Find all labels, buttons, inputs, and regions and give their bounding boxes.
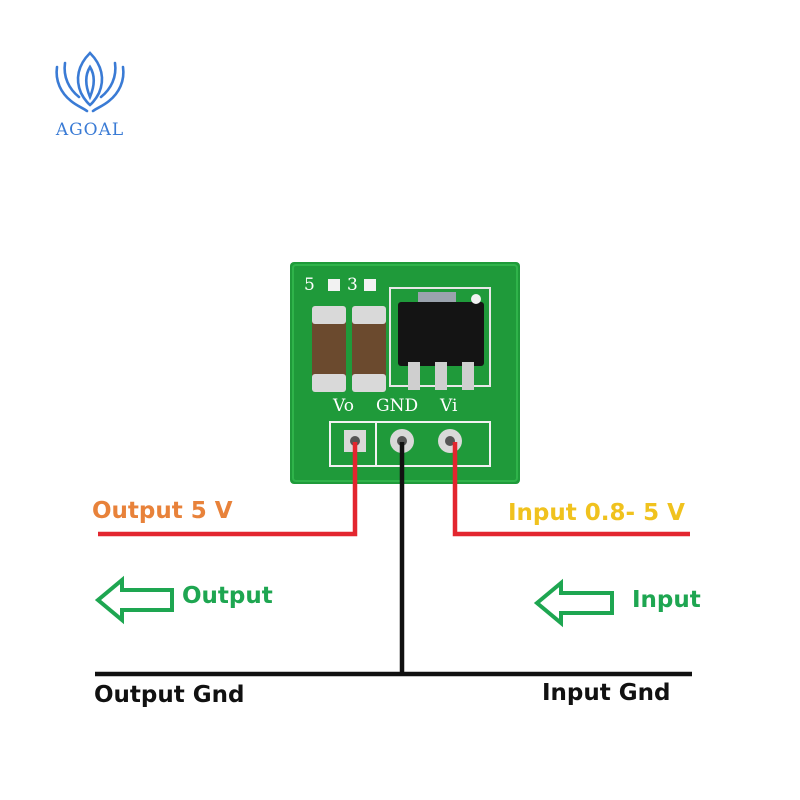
chip-leg-3 — [462, 362, 474, 390]
capacitor-left — [312, 306, 346, 392]
module-board — [290, 262, 520, 484]
input-label: Input — [632, 587, 701, 613]
pin-label-vi: Vi — [440, 396, 458, 416]
input-voltage-label: Input 0.8- 5 V — [508, 500, 685, 526]
output-gnd-label: Output Gnd — [94, 682, 245, 708]
output-arrow-icon — [94, 575, 174, 625]
capacitor-right — [352, 306, 386, 392]
mark-5-label: 5 — [304, 275, 315, 295]
mark-pad-5 — [328, 279, 340, 291]
input-gnd-label: Input Gnd — [542, 680, 671, 706]
chip-leg-1 — [408, 362, 420, 390]
chip-leg-2 — [435, 362, 447, 390]
regulator-chip — [398, 302, 484, 366]
chip-tab — [418, 292, 456, 302]
brand-logo-icon — [55, 51, 125, 113]
output-voltage-label: Output 5 V — [92, 498, 233, 524]
pcb-edge — [292, 264, 518, 482]
mark-pad-3 — [364, 279, 376, 291]
input-arrow-icon — [533, 578, 614, 628]
output-label: Output — [182, 583, 273, 609]
output-wire — [98, 442, 358, 537]
mark-3-label: 3 — [347, 275, 358, 295]
brand-name: AGOAL — [55, 120, 125, 140]
pin-label-gnd: GND — [376, 396, 419, 416]
pin-header-silkscreen — [329, 421, 491, 467]
input-wire — [452, 442, 690, 537]
pin-label-vo: Vo — [333, 396, 354, 416]
via-pad — [471, 294, 481, 304]
